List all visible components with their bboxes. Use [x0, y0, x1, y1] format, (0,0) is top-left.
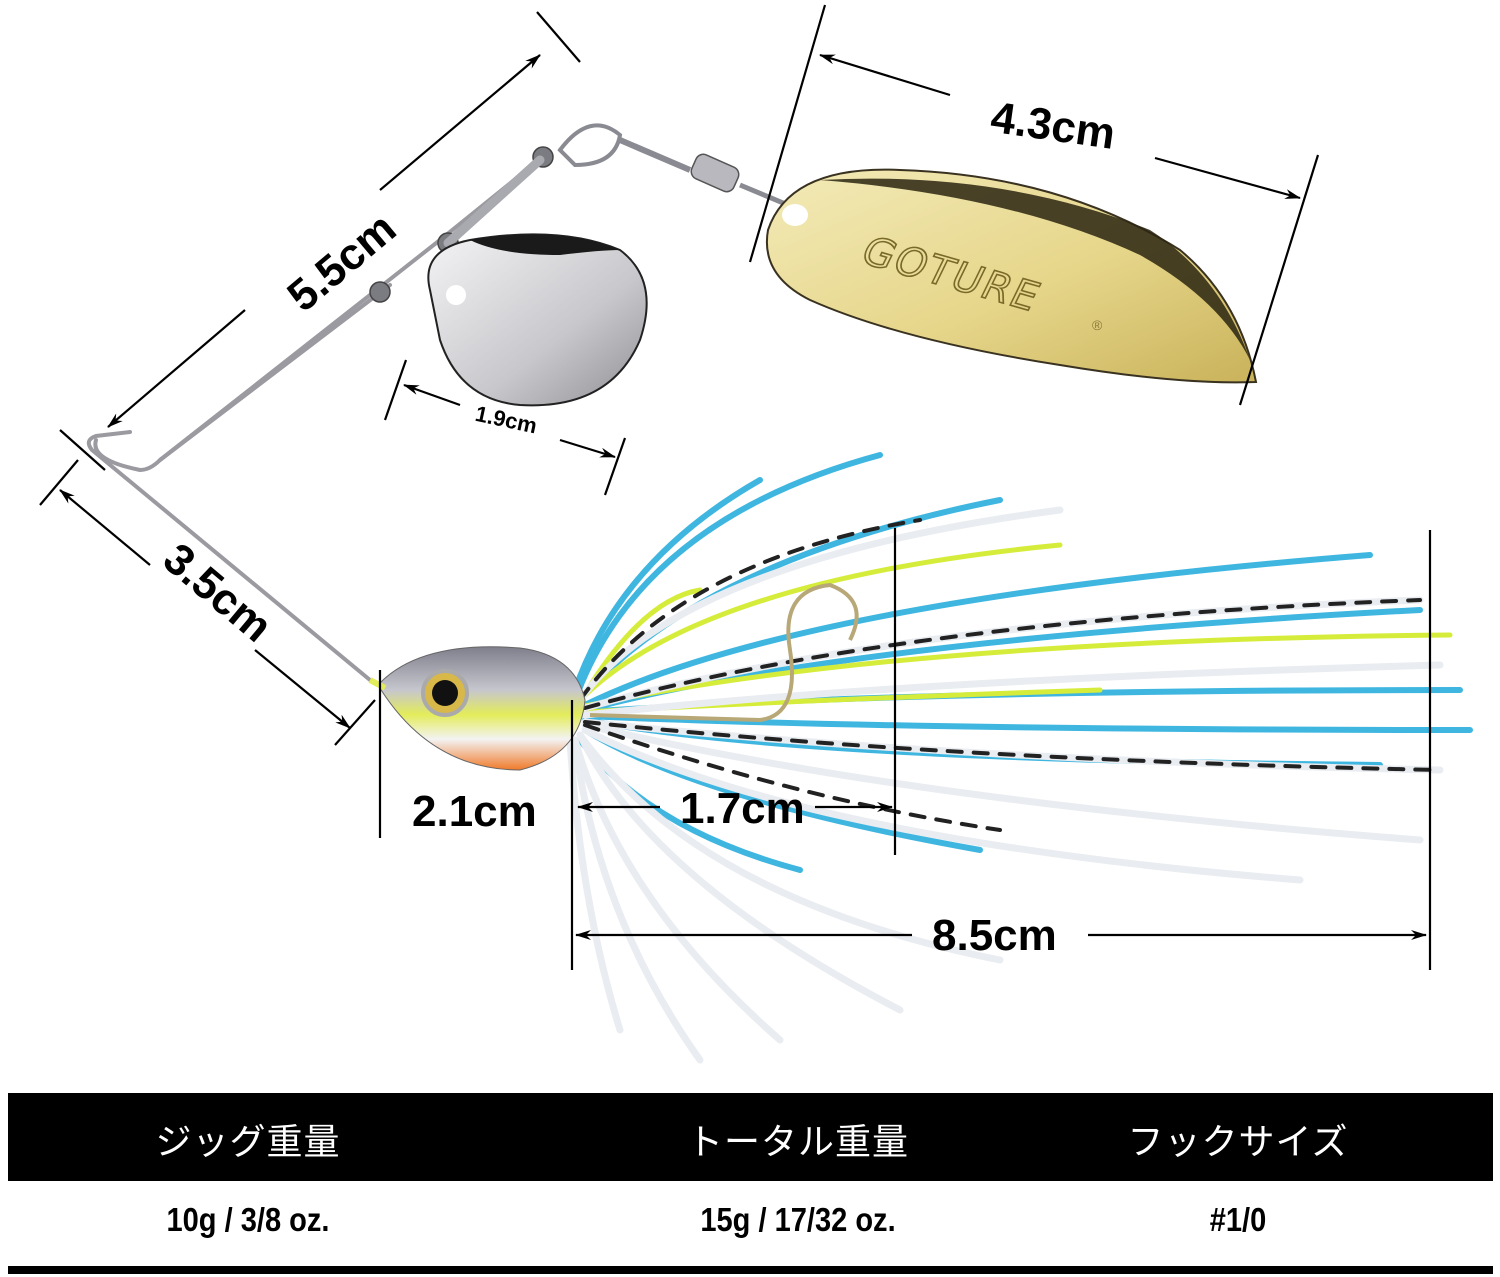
dim-label-colorado-blade: 1.9cm	[473, 401, 539, 438]
registered-mark: ®	[1092, 317, 1103, 333]
barrel-swivel	[690, 153, 740, 193]
header-total-weight: トータル重量	[686, 1122, 909, 1163]
value-jig-weight: 10g / 3/8 oz.	[166, 1201, 330, 1238]
value-total-weight: 15g / 17/32 oz.	[700, 1201, 896, 1238]
spec-table-header: ジッグ重量 トータル重量 フックサイズ	[8, 1093, 1493, 1181]
dim-label-willow-blade: 4.3cm	[988, 93, 1118, 159]
spinnerbait-diagram: GOTURE ®	[39, 4, 1473, 1064]
bottom-rule	[8, 1266, 1493, 1274]
header-jig-weight: ジッグ重量	[155, 1122, 341, 1163]
dimension-lines	[39, 4, 1432, 970]
colorado-blade	[427, 233, 648, 407]
jig-head	[368, 646, 586, 771]
willow-blade: GOTURE ®	[765, 168, 1258, 384]
dim-label-upper-arm: 5.5cm	[278, 203, 405, 321]
spec-table-row: 10g / 3/8 oz. 15g / 17/32 oz. #1/0	[8, 1181, 1493, 1266]
snap-loop	[557, 123, 623, 168]
value-hook-size: #1/0	[1209, 1201, 1267, 1238]
clevis-tube	[443, 155, 545, 248]
dim-label-skirt-length: 8.5cm	[932, 911, 1057, 960]
spec-table: ジッグ重量 トータル重量 フックサイズ 10g / 3/8 oz. 15g / …	[8, 1093, 1493, 1266]
dim-label-head-length: 2.1cm	[412, 787, 537, 836]
dim-label-hook-gap: 1.7cm	[680, 784, 805, 833]
header-hook-size: フックサイズ	[1127, 1122, 1349, 1163]
skirt	[566, 452, 1473, 1064]
hook	[589, 582, 859, 723]
swivel-chain	[618, 137, 692, 173]
